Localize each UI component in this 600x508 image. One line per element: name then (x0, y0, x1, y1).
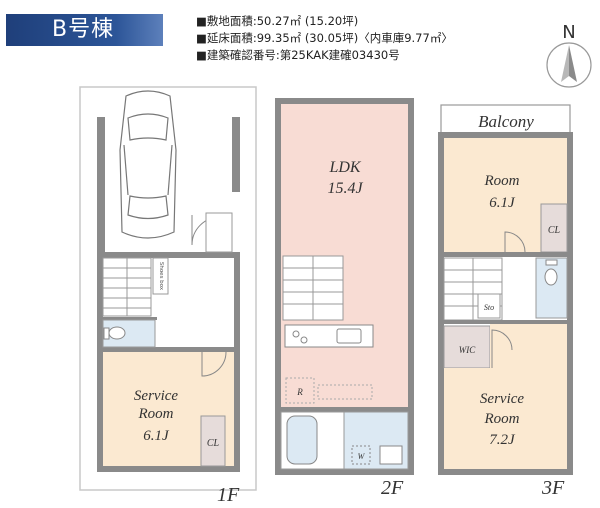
floor-label-2f: 2F (381, 477, 404, 499)
walls-3f (438, 132, 573, 475)
ldk-size: 15.4J (327, 180, 363, 197)
storage-label: Sto (484, 303, 494, 312)
shoe-box (152, 257, 169, 295)
site-area: ■敷地面積:50.27㎡ (15.20坪) (196, 14, 359, 28)
stairs-1f (102, 257, 152, 317)
stairs-2f (282, 255, 344, 321)
floor-label-1f: 1F (217, 484, 240, 506)
wic-label: WIC (459, 345, 476, 355)
floor-label-3f: 3F (542, 477, 565, 499)
ldk-name: LDK (328, 159, 361, 176)
toilet-room-1f (102, 319, 156, 348)
floor-2f: LDK 15.4J R W (275, 98, 414, 475)
permit-number: ■建築確認番号:第25KAK建確03430号 (196, 48, 400, 62)
lot-boundary-1f (79, 86, 257, 491)
service-room-1f-size: 6.1J (143, 428, 170, 444)
car-icon (119, 90, 177, 239)
balcony (440, 104, 571, 136)
property-info: ■敷地面積:50.27㎡ (15.20坪) ■延床面積:99.35㎡ (30.0… (196, 13, 453, 64)
building-badge: B号棟 (6, 14, 163, 46)
service-room-3f-size: 7.2J (489, 432, 516, 448)
service-room-3f-name-2: Room (484, 411, 520, 427)
toilet-room-3f (535, 257, 568, 319)
storage-3f (477, 293, 501, 319)
compass-label: N (562, 22, 575, 43)
washer-label: W (358, 452, 366, 461)
service-room-1f-name-1: Service (134, 388, 178, 404)
compass-icon: N (544, 18, 594, 90)
closet-1f-label: CL (207, 438, 220, 449)
walls-2f (275, 98, 414, 475)
closet-1f (200, 415, 226, 467)
service-room-3f (444, 368, 567, 469)
room-3f-size: 6.1J (489, 195, 516, 211)
room-3f-name: Room (484, 173, 520, 189)
fridge-space (285, 377, 315, 404)
floor-area: ■延床面積:99.35㎡ (30.05坪)〈内車庫9.77㎡〉 (196, 31, 453, 45)
service-room-3f-name-1: Service (480, 391, 524, 407)
closet-3f-label: CL (548, 225, 561, 236)
service-room-1f-name-2: Room (138, 406, 174, 422)
fridge-label: R (296, 387, 303, 397)
shoe-box-label: Shoes box (158, 262, 164, 291)
floor-3f: Balcony Room 6.1J CL Sto WIC (438, 104, 573, 475)
floor-1f: Shoes box Service Room 6.1J CL (79, 86, 257, 491)
balcony-label: Balcony (478, 112, 534, 131)
